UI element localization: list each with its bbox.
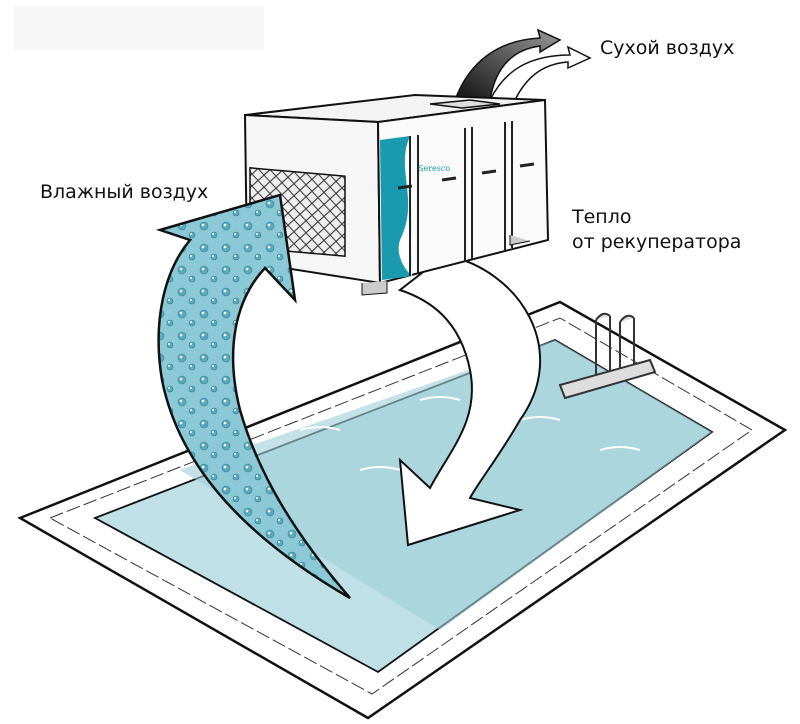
heat-recovery-label: Тепло от рекуператора — [572, 205, 741, 255]
blank-panel — [14, 6, 264, 50]
heat-label-line1: Тепло — [572, 206, 632, 228]
pool — [17, 300, 788, 720]
brand-logo: Seresco — [418, 164, 450, 173]
dry-air-label: Сухой воздух — [600, 37, 735, 59]
heat-label-line2: от рекуператора — [572, 231, 742, 253]
dehumidifier-unit: Seresco — [243, 93, 550, 296]
dry-air-arrow — [453, 28, 592, 101]
humid-air-label: Влажный воздух — [40, 181, 209, 203]
heat-arrow — [397, 253, 542, 547]
humid-air-arrow — [155, 193, 351, 600]
pool-ladder — [558, 312, 657, 400]
